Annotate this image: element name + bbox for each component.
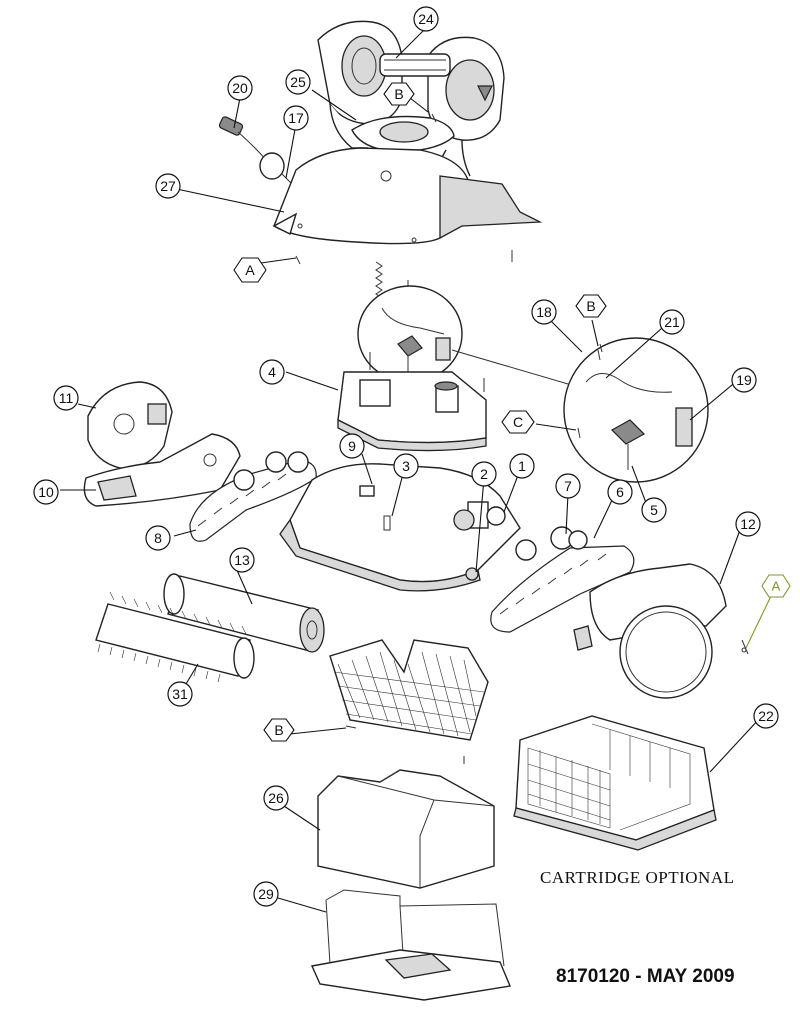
- svg-text:29: 29: [258, 886, 274, 902]
- svg-text:20: 20: [232, 80, 248, 96]
- svg-text:B: B: [274, 722, 283, 738]
- callout-3: 3: [393, 453, 419, 479]
- leader-lines: [60, 29, 773, 913]
- callout-4: 4: [259, 359, 285, 385]
- svg-text:17: 17: [288, 110, 304, 126]
- svg-text:21: 21: [664, 314, 680, 330]
- hex-callout-c: C: [501, 410, 535, 434]
- part-22-cartridge-filter: [513, 715, 717, 851]
- cartridge-optional-note: CARTRIDGE OPTIONAL: [540, 868, 735, 887]
- svg-text:B: B: [586, 298, 595, 314]
- svg-text:24: 24: [418, 11, 434, 27]
- svg-text:6: 6: [616, 484, 624, 500]
- svg-text:26: 26: [268, 790, 284, 806]
- part-12-side-frame-right: [573, 563, 749, 699]
- part-29-filter-frame: [310, 889, 511, 1001]
- svg-text:4: 4: [268, 364, 276, 380]
- hex-callout-b-bottom: B: [263, 718, 295, 742]
- svg-text:2: 2: [480, 466, 488, 482]
- callout-27: 27: [155, 173, 181, 199]
- svg-text:7: 7: [564, 478, 572, 494]
- part-9-chassis: [279, 463, 521, 592]
- hardware-screws: [295, 113, 747, 729]
- callout-19: 19: [731, 367, 757, 393]
- svg-text:C: C: [513, 414, 523, 430]
- svg-text:13: 13: [234, 552, 250, 568]
- svg-text:31: 31: [172, 686, 188, 702]
- callout-21: 21: [659, 309, 685, 335]
- svg-text:B: B: [394, 86, 403, 102]
- svg-text:11: 11: [59, 390, 74, 406]
- callout-11: 11: [53, 385, 79, 411]
- part-13-brush-roller: [163, 573, 325, 653]
- part-27-main-housing: [272, 147, 543, 292]
- hex-callout-a-optional: A: [761, 574, 791, 598]
- svg-text:19: 19: [736, 372, 752, 388]
- callout-7: 7: [555, 473, 581, 499]
- callout-6: 6: [607, 479, 633, 505]
- hex-callout-b-right: B: [575, 294, 607, 318]
- svg-text:12: 12: [740, 516, 756, 532]
- callout-26: 26: [263, 785, 289, 811]
- svg-text:3: 3: [402, 458, 410, 474]
- callout-9: 9: [339, 433, 365, 459]
- svg-text:9: 9: [348, 438, 356, 454]
- part-4-motor-unit: [337, 352, 487, 452]
- svg-text:A: A: [245, 262, 255, 278]
- svg-text:18: 18: [536, 304, 552, 320]
- callout-12: 12: [735, 511, 761, 537]
- callout-5: 5: [641, 497, 667, 523]
- callout-17: 17: [283, 105, 309, 131]
- svg-text:22: 22: [758, 708, 774, 724]
- svg-text:10: 10: [38, 484, 54, 500]
- impeller-detail-view-center: [357, 261, 463, 383]
- svg-text:27: 27: [160, 178, 176, 194]
- svg-text:8: 8: [154, 530, 162, 546]
- callout-2: 2: [471, 461, 497, 487]
- callout-25: 25: [285, 69, 311, 95]
- callout-10: 10: [33, 479, 59, 505]
- filter-basket: [329, 639, 489, 764]
- part-11-side-plate-left: [87, 381, 173, 469]
- callout-20: 20: [227, 75, 253, 101]
- svg-text:1: 1: [518, 458, 526, 474]
- callout-1: 1: [509, 453, 535, 479]
- svg-text:5: 5: [650, 502, 658, 518]
- part-7-rollers: [515, 526, 588, 561]
- part-31-pvc-brush: [95, 591, 255, 683]
- part-6-drive-track-right: [490, 545, 635, 633]
- document-code: 8170120 - MAY 2009: [556, 966, 735, 987]
- hex-callout-b-top: B: [383, 82, 415, 106]
- callout-24: 24: [413, 6, 439, 32]
- svg-text:25: 25: [290, 74, 306, 90]
- part-20-swivel-cable: [218, 116, 267, 161]
- callout-31: 31: [167, 681, 193, 707]
- part-26-filter-bag: [317, 769, 495, 889]
- impeller-detail-view-right: [451, 337, 709, 483]
- part-24-handle-assembly: [317, 20, 505, 177]
- callout-22: 22: [753, 703, 779, 729]
- hex-callout-a-top: A: [233, 257, 267, 283]
- callout-8: 8: [145, 525, 171, 551]
- svg-text:A: A: [772, 579, 781, 594]
- callout-29: 29: [253, 881, 279, 907]
- callout-18: 18: [531, 299, 557, 325]
- callout-13: 13: [229, 547, 255, 573]
